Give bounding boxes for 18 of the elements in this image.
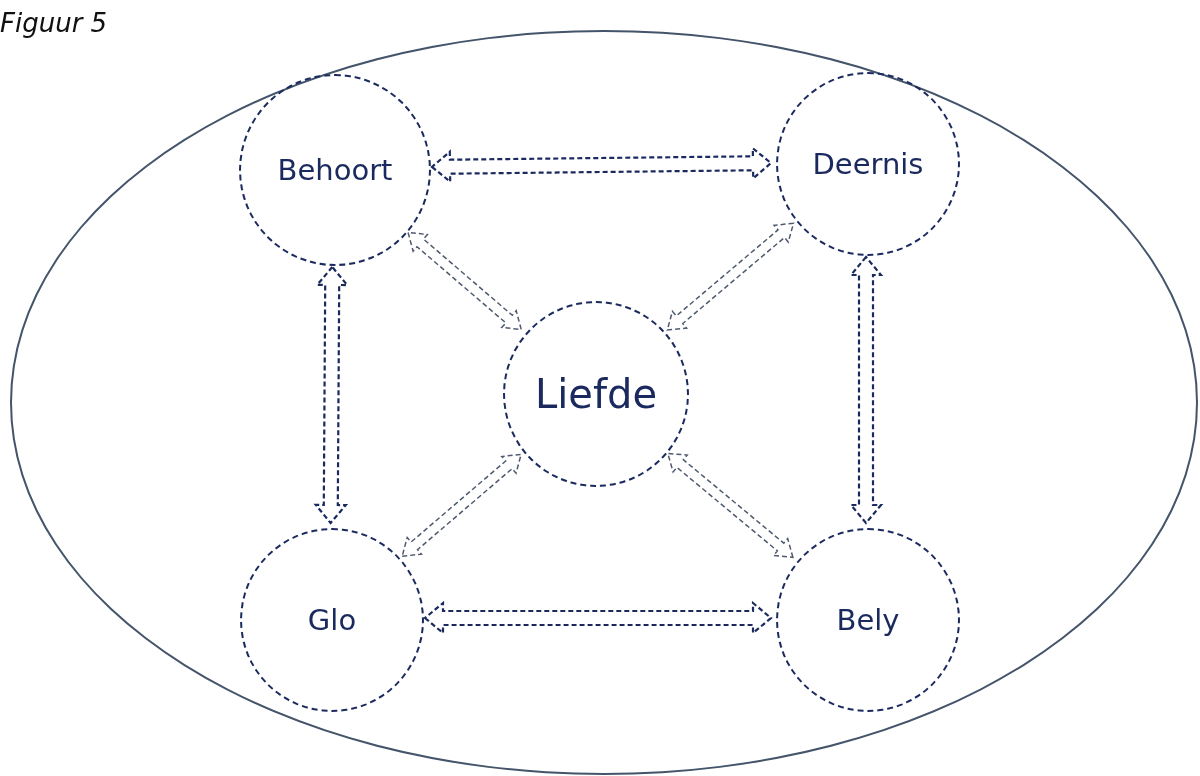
node-label: Glo [307, 603, 357, 637]
double-block-arrow [313, 265, 350, 525]
double-block-arrow [401, 453, 523, 558]
node-label: Bely [836, 603, 900, 637]
double-block-arrow [666, 222, 795, 331]
node-label: Deernis [812, 147, 924, 181]
figure-title: Figuur 5 [0, 8, 108, 38]
dashed-circle [240, 528, 424, 712]
node-label: Behoort [277, 153, 393, 187]
dashed-circle [776, 72, 960, 256]
dashed-circle [776, 528, 960, 712]
node-label: Liefde [534, 371, 658, 417]
dashed-circle [503, 301, 689, 487]
double-block-arrow [848, 255, 884, 525]
double-block-arrow [423, 600, 773, 636]
dashed-circle [239, 74, 431, 266]
double-block-arrow [407, 231, 523, 331]
double-block-arrow [666, 452, 794, 559]
